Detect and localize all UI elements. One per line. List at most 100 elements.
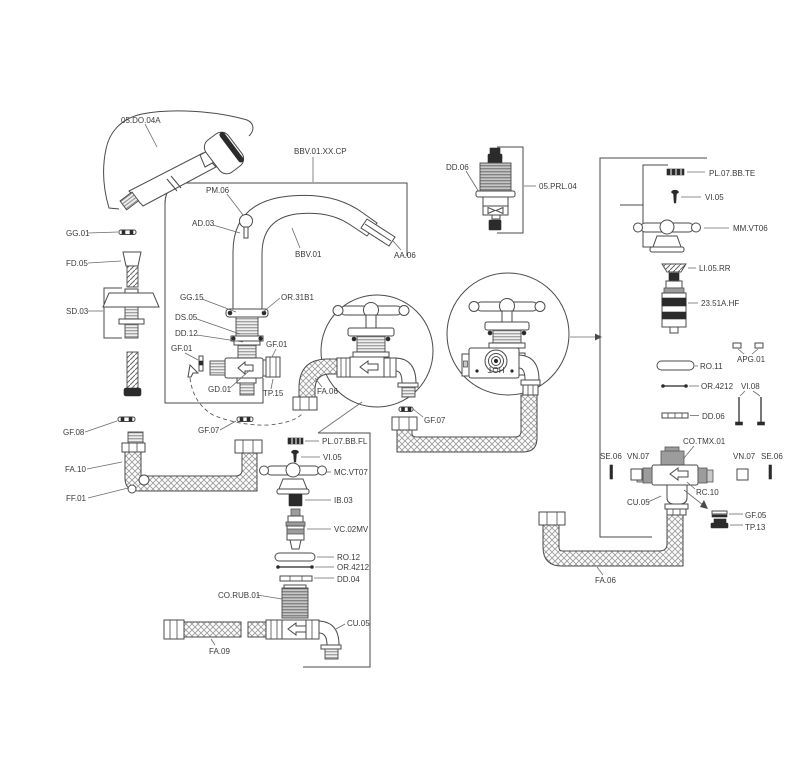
part-threaded-rod xyxy=(123,351,142,397)
label-rc10: RC.10 xyxy=(696,488,719,497)
valve-detail-circle-2: HOT xyxy=(391,272,602,453)
hot-marking: HOT xyxy=(487,365,504,374)
leader-lines xyxy=(144,123,402,390)
sd03-bracket xyxy=(103,287,122,339)
part-gf07-right xyxy=(398,406,424,418)
label-cu05-mid: CU.05 xyxy=(347,619,370,628)
label-pl07bbte: PL.07.BB.TE xyxy=(709,169,755,178)
part-se06-right xyxy=(768,464,772,480)
part-tp13 xyxy=(710,518,743,529)
hose-circle2 xyxy=(396,394,538,453)
label-aa06: AA.06 xyxy=(394,251,416,260)
label-se06-left: SE.06 xyxy=(600,452,622,461)
part-se06-left xyxy=(609,464,613,480)
label-dd04: DD.04 xyxy=(337,575,360,584)
label-spout-kit: BBV.01.XX.CP xyxy=(294,147,347,156)
part-or4212-mid xyxy=(276,565,334,569)
label-gf01-left: GF.01 xyxy=(171,344,193,353)
pm06-knob xyxy=(239,214,253,228)
circle1-to-box-leader xyxy=(317,401,363,434)
part-prl04-cartridge xyxy=(465,147,536,231)
spout-body xyxy=(232,194,378,312)
part-corub01 xyxy=(256,584,309,619)
label-ad03: AD.03 xyxy=(192,219,215,228)
part-gf07-left xyxy=(219,416,254,431)
label-vn07-left: VN.07 xyxy=(627,452,650,461)
part-ib03 xyxy=(288,493,331,507)
ad03-stem xyxy=(243,226,249,239)
label-se06-right: SE.06 xyxy=(761,452,783,461)
label-sd03: SD.03 xyxy=(66,307,89,316)
label-cotmx01: CO.TMX.01 xyxy=(683,437,726,446)
label-gf08: GF.08 xyxy=(63,428,85,437)
label-vc02mv: VC.02MV xyxy=(334,525,369,534)
part-pl07bbfl xyxy=(287,437,319,445)
shower-bracket-curve xyxy=(103,110,254,210)
part-ro11 xyxy=(656,360,698,371)
label-li05rr: LI.05.RR xyxy=(699,264,731,273)
labels: 05.DO.04A BBV.01.XX.CP PM.06 AD.03 BBV.0… xyxy=(63,116,783,656)
part-pl07bbte xyxy=(666,168,705,176)
label-mcvt07: MC.VT07 xyxy=(334,468,368,477)
label-tp13: TP.13 xyxy=(745,523,766,532)
label-or4212-right: OR.4212 xyxy=(701,382,734,391)
label-gd01: GD.01 xyxy=(208,385,232,394)
part-fa06-right-hose xyxy=(538,511,684,576)
label-ro11: RO.11 xyxy=(700,362,723,371)
label-ff01: FF.01 xyxy=(66,494,87,503)
label-gf05: GF.05 xyxy=(745,511,767,520)
part-vn07-right xyxy=(736,468,749,481)
label-gf01-right: GF.01 xyxy=(266,340,288,349)
label-pm06: PM.06 xyxy=(206,186,230,195)
label-vi08: VI.08 xyxy=(741,382,760,391)
label-or31b1: OR.31B1 xyxy=(281,293,314,302)
trim-bracket xyxy=(620,164,668,248)
label-ds05: DS.05 xyxy=(175,313,198,322)
label-fa10: FA.10 xyxy=(65,465,86,474)
label-gf07-right: GF.07 xyxy=(424,416,446,425)
label-tp15: TP.15 xyxy=(263,389,284,398)
label-apg01: APG.01 xyxy=(737,355,766,364)
part-dd04 xyxy=(279,575,334,582)
label-ro12: RO.12 xyxy=(337,553,361,562)
part-vi05-mid xyxy=(291,449,320,463)
part-vc02mv-cartridge xyxy=(285,508,331,550)
label-shower-handset: 05.DO.04A xyxy=(121,116,161,125)
label-or4212-mid: OR.4212 xyxy=(337,563,370,572)
label-fa06-spout: FA.06 xyxy=(317,387,338,396)
label-fa09: FA.09 xyxy=(209,647,230,656)
valve-detail-circle-1 xyxy=(292,294,434,411)
part-mmvt06-handle xyxy=(633,219,729,253)
pointer-cursor xyxy=(187,363,200,378)
part-vn07-left xyxy=(630,468,643,481)
part-apg01-clips xyxy=(732,342,764,355)
label-prl04: 05.PRL.04 xyxy=(539,182,577,191)
part-gg01 xyxy=(87,229,137,235)
part-li05rr xyxy=(661,263,696,273)
part-fa09-hose xyxy=(163,619,267,646)
ff01-swivel xyxy=(138,474,150,486)
spout-assembly xyxy=(187,157,396,426)
part-bottom-valve xyxy=(265,619,346,660)
label-gf07-left: GF.07 xyxy=(198,426,220,435)
shower-handset xyxy=(119,131,245,211)
label-vn07-right: VN.07 xyxy=(733,452,756,461)
part-gf08 xyxy=(84,416,136,433)
bottom-kit-box xyxy=(303,432,371,668)
prl04-bracket xyxy=(497,146,524,234)
label-pl07bbfl: PL.07.BB.FL xyxy=(322,437,368,446)
label-cu05-right: CU.05 xyxy=(627,498,650,507)
label-dd12: DD.12 xyxy=(175,329,198,338)
part-gf05 xyxy=(711,510,743,518)
label-mmvt06: MM.VT06 xyxy=(733,224,768,233)
label-vi05-right: VI.05 xyxy=(705,193,724,202)
label-2351ahf: 23.51A.HF xyxy=(701,299,739,308)
label-dd06-right: DD.06 xyxy=(702,412,725,421)
part-cotmx01-mixer xyxy=(636,445,714,516)
part-ro12 xyxy=(274,552,334,562)
part-sd03 xyxy=(88,288,160,339)
part-vi05-right xyxy=(671,189,701,204)
part-fa10-hose xyxy=(86,431,263,499)
